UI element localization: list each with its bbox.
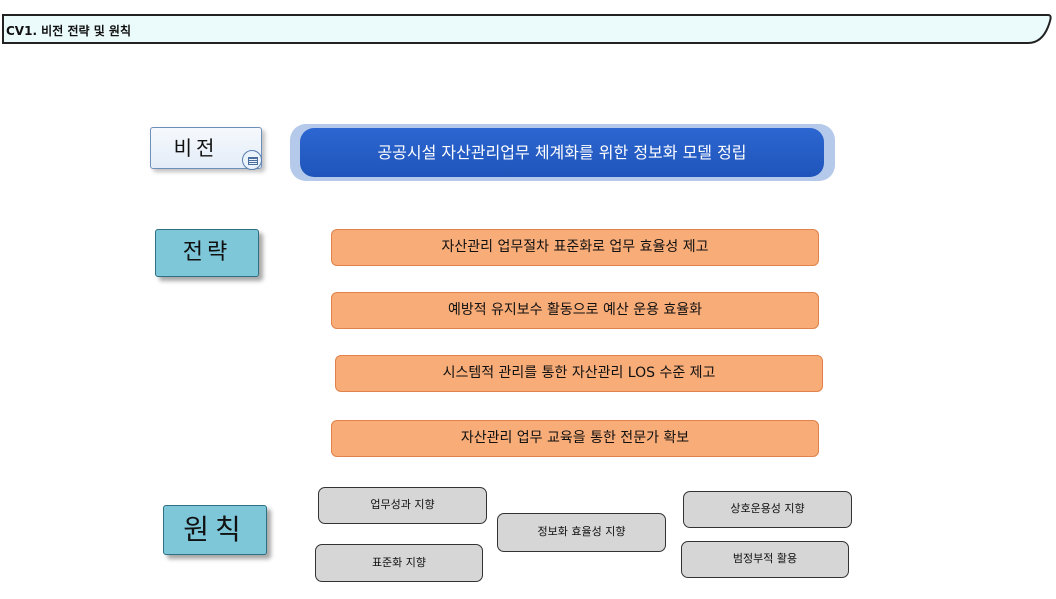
strategy-item-4: 자산관리 업무 교육을 통한 전문가 확보 — [331, 420, 819, 457]
strategy-label: 전략 — [155, 229, 259, 277]
title-bar: CV1. 비전 전략 및 원칙 — [2, 13, 1052, 44]
principle-item-1: 업무성과 지향 — [318, 487, 487, 524]
document-icon — [242, 150, 262, 170]
page-title: CV1. 비전 전략 및 원칙 — [6, 24, 131, 38]
strategy-item-3: 시스템적 관리를 통한 자산관리 LOS 수준 제고 — [335, 355, 823, 392]
vision-statement: 공공시설 자산관리업무 체계화를 위한 정보화 모델 정립 — [300, 128, 824, 177]
vision-label: 비전 — [150, 127, 262, 169]
title-bar-shape — [2, 14, 1052, 44]
principle-item-3: 정보화 효율성 지향 — [497, 513, 666, 552]
principle-item-4: 상호운용성 지향 — [683, 491, 852, 528]
strategy-item-1: 자산관리 업무절차 표준화로 업무 효율성 제고 — [331, 229, 819, 266]
principle-item-5: 범정부적 활용 — [681, 541, 849, 578]
principle-label: 원칙 — [163, 505, 267, 555]
principle-item-2: 표준화 지향 — [315, 544, 483, 582]
strategy-item-2: 예방적 유지보수 활동으로 예산 운용 효율화 — [331, 292, 819, 329]
